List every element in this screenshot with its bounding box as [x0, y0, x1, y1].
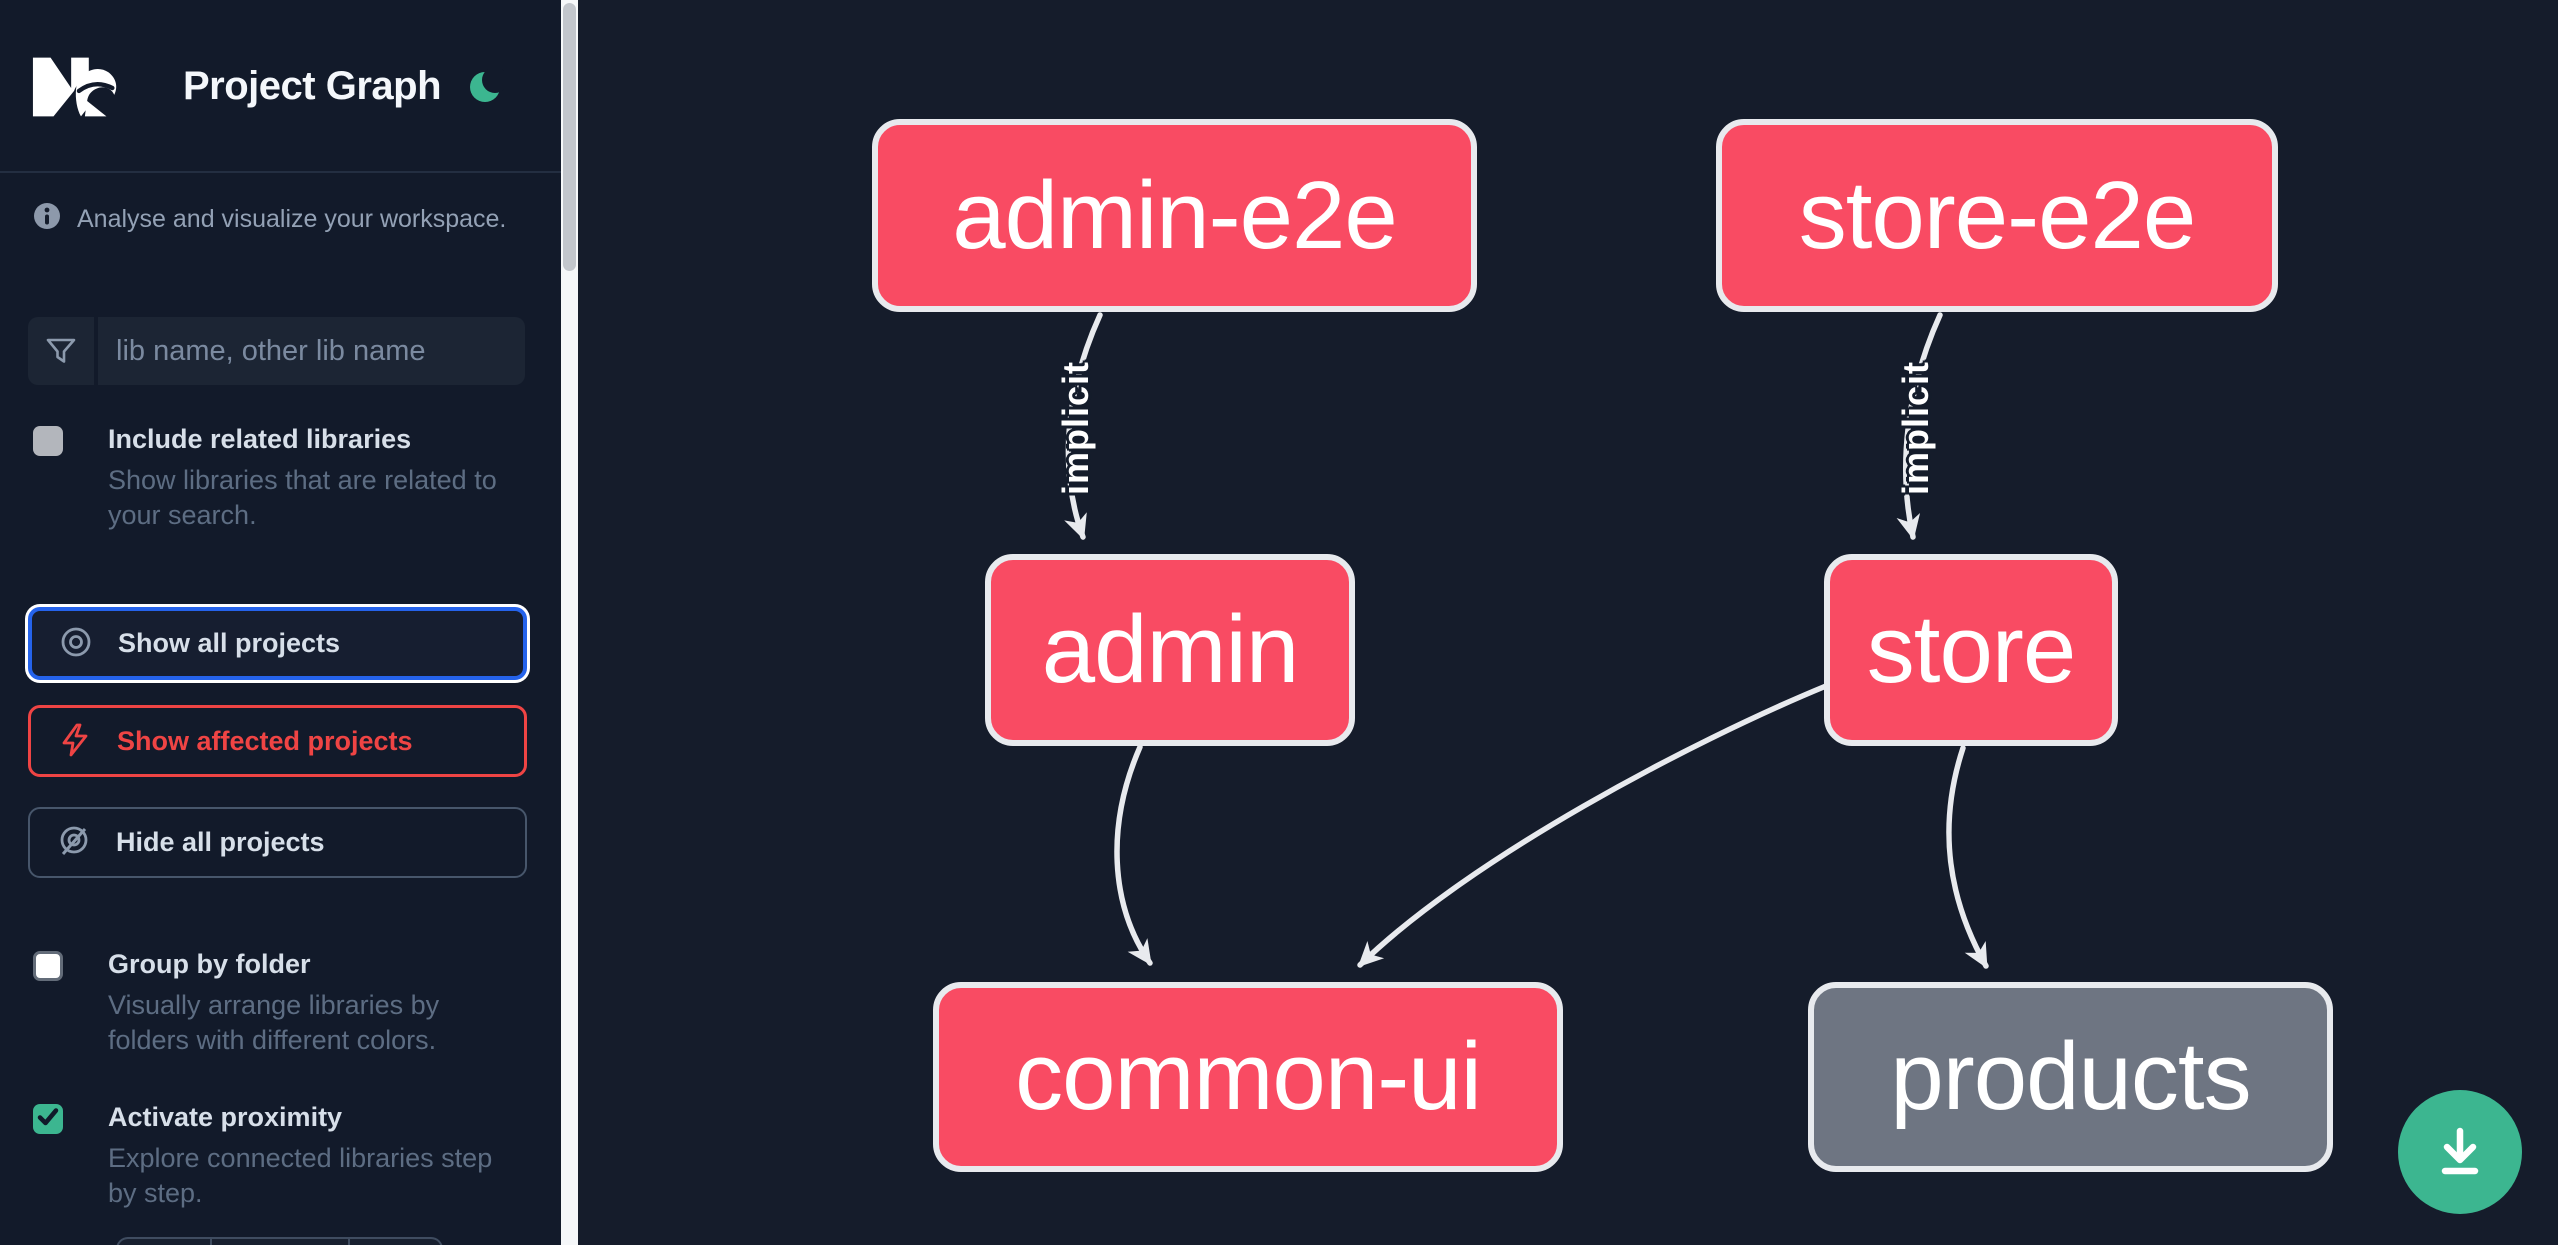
checkbox-description: Visually arrange libraries by folders wi…: [108, 990, 440, 1055]
proximity-degree-stepper[interactable]: [116, 1237, 443, 1245]
graph-canvas[interactable]: implicit implicit admin-e2e store-e2e ad…: [578, 0, 2558, 1245]
edge-admin-e2e-to-admin: [1064, 312, 1103, 540]
page-title: Project Graph: [183, 64, 442, 108]
eye-off-icon: [56, 823, 92, 862]
edge-store-e2e-to-store: [1896, 312, 1943, 540]
show-all-projects-button[interactable]: Show all projects: [28, 607, 527, 680]
download-image-button[interactable]: [2398, 1090, 2522, 1214]
scrollbar-thumb[interactable]: [563, 3, 576, 271]
download-icon: [2428, 1119, 2492, 1186]
button-label: Hide all projects: [116, 827, 325, 857]
checkbox-label: Activate proximity: [108, 1102, 343, 1132]
graph-node-store-e2e[interactable]: store-e2e: [1716, 119, 2278, 312]
moon-icon: [468, 66, 508, 108]
checkbox-label: Group by folder: [108, 949, 311, 979]
bolt-icon: [57, 722, 93, 761]
info-icon: [33, 202, 61, 237]
theme-toggle-button[interactable]: [466, 66, 508, 108]
dependency-edges: [1064, 312, 1989, 969]
search-box: [28, 317, 525, 385]
sidebar-scrollbar[interactable]: [561, 0, 578, 1245]
checkbox-description: Show libraries that are related to your …: [108, 465, 497, 530]
edge-label-implicit: implicit: [1895, 360, 1936, 496]
nx-logo: [30, 55, 128, 124]
stepper-value: [212, 1239, 350, 1245]
edge-label-implicit: implicit: [1055, 360, 1096, 496]
graph-node-admin-e2e[interactable]: admin-e2e: [872, 119, 1477, 312]
checkmark-icon: [35, 1104, 61, 1135]
search-input[interactable]: [98, 317, 525, 385]
edge-admin-to-common-ui: [1114, 744, 1153, 966]
edge-store-to-common-ui: [1357, 683, 1829, 968]
graph-node-store[interactable]: store: [1824, 554, 2118, 746]
hide-all-projects-button[interactable]: Hide all projects: [28, 807, 527, 878]
eye-icon: [58, 624, 94, 663]
checkbox-label: Include related libraries: [108, 424, 412, 454]
graph-node-common-ui[interactable]: common-ui: [933, 982, 1563, 1172]
header-divider: [0, 171, 561, 173]
checkbox-description: Explore connected libraries step by step…: [108, 1143, 493, 1208]
group-by-folder-checkbox[interactable]: [33, 951, 63, 981]
include-related-checkbox[interactable]: [33, 426, 63, 456]
tagline-text: Analyse and visualize your workspace.: [77, 205, 507, 233]
show-affected-projects-button[interactable]: Show affected projects: [28, 705, 527, 777]
graph-node-products[interactable]: products: [1808, 982, 2333, 1172]
stepper-decrement[interactable]: [118, 1239, 212, 1245]
button-label: Show all projects: [118, 628, 341, 658]
edge-store-to-products: [1946, 745, 1989, 969]
activate-proximity-checkbox[interactable]: [33, 1104, 63, 1134]
workspace-tagline: Analyse and visualize your workspace.: [33, 202, 506, 237]
sidebar: Project Graph Analyse and visualize your…: [0, 0, 578, 1245]
funnel-icon: [28, 317, 98, 385]
stepper-increment[interactable]: [350, 1239, 441, 1245]
graph-node-admin[interactable]: admin: [985, 554, 1355, 746]
button-label: Show affected projects: [117, 725, 413, 756]
